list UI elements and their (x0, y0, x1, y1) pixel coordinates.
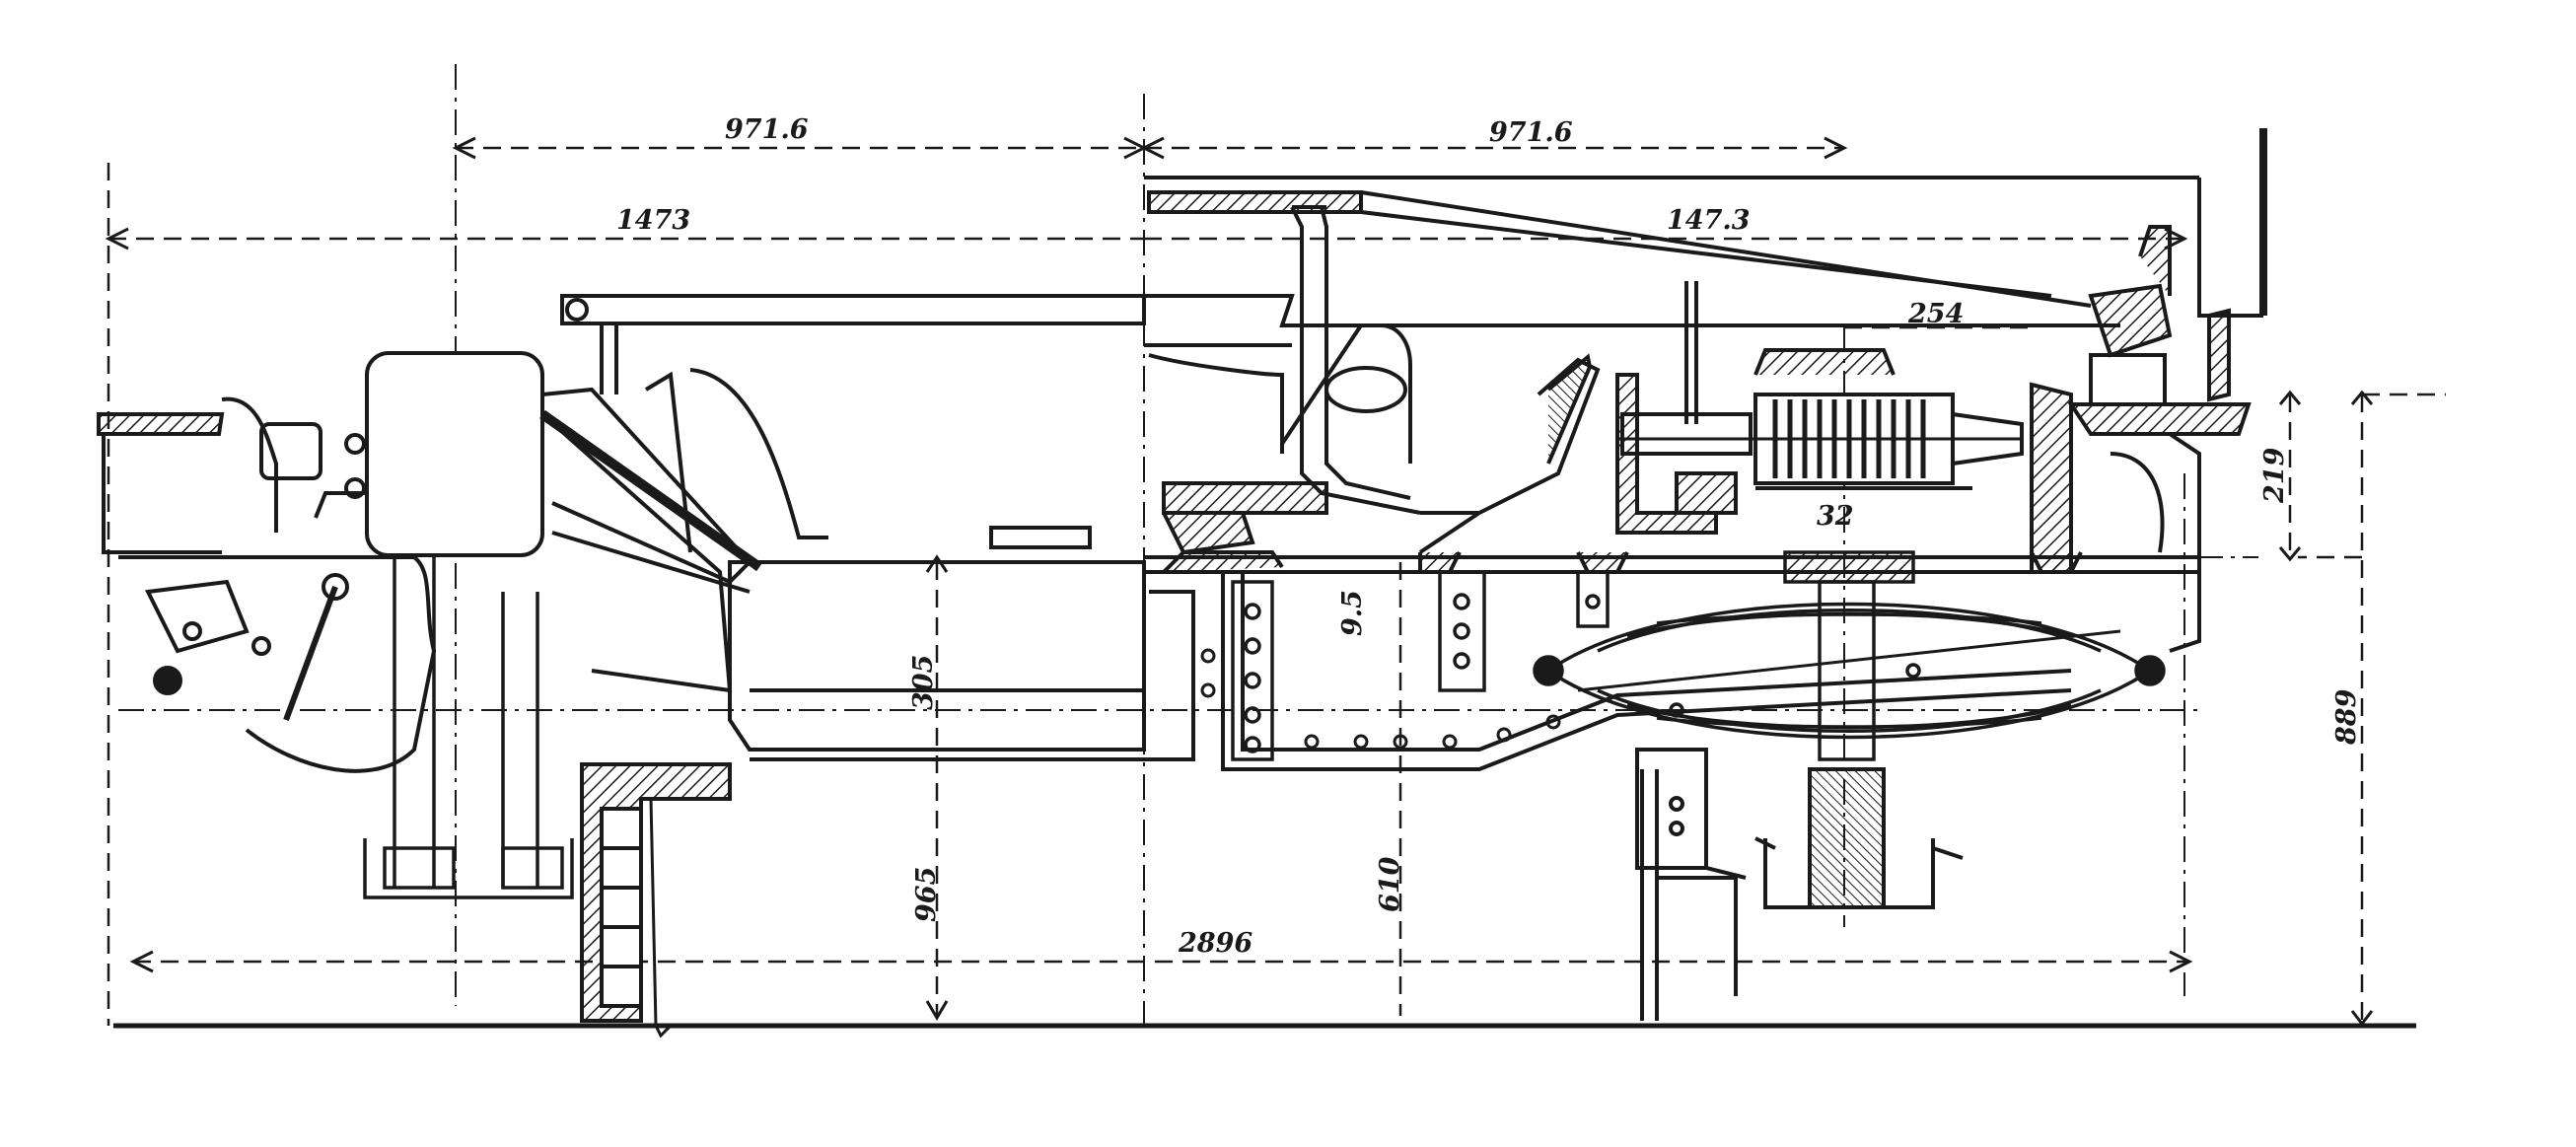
dim-total-height: 889 (2331, 688, 2362, 746)
frame-bottom-member (1144, 550, 2199, 771)
left-guard-bracket (363, 557, 574, 899)
dim-frame-depth: 305 (908, 655, 939, 710)
dim-plate-gap: 32 (1817, 501, 1854, 532)
dim-wheelbase: 2896 (1178, 928, 1252, 959)
left-axle-box (118, 351, 544, 773)
leaf-spring (1533, 550, 2166, 761)
dim-sole-thickness: 9.5 (1337, 590, 1368, 636)
dim-wheel-radius-center: 610 (1375, 856, 1405, 912)
right-axle-guard (1635, 748, 1964, 1021)
dimension-arrows (105, 136, 2374, 1027)
left-buffer-beam (97, 396, 366, 554)
dim-spring-pitch: 254 (1907, 299, 1964, 329)
dim-buffer-height: 219 (2259, 447, 2290, 504)
dim-half-length-left: 971.6 (725, 114, 809, 145)
left-sole-bar (728, 526, 1149, 761)
right-buffer-beam (2067, 128, 2267, 653)
dimension-lines (107, 146, 2446, 1026)
left-equalizer-beam (539, 368, 1144, 693)
spring-housing (1615, 281, 2073, 574)
top-tie-rod (560, 294, 1146, 394)
dim-half-length-right: 971.6 (1489, 117, 1573, 148)
left-wheel-section (580, 762, 732, 1039)
centre-pivot-casting (1148, 205, 1421, 555)
bolster-bracket (1418, 353, 1601, 554)
dim-overhang-left: 1473 (616, 205, 690, 236)
dim-overhang-right: 147.3 (1667, 205, 1751, 236)
frame-rivets (1200, 648, 1561, 750)
rivet-plates (1231, 570, 1610, 761)
dim-wheel-radius-left: 965 (911, 867, 942, 922)
